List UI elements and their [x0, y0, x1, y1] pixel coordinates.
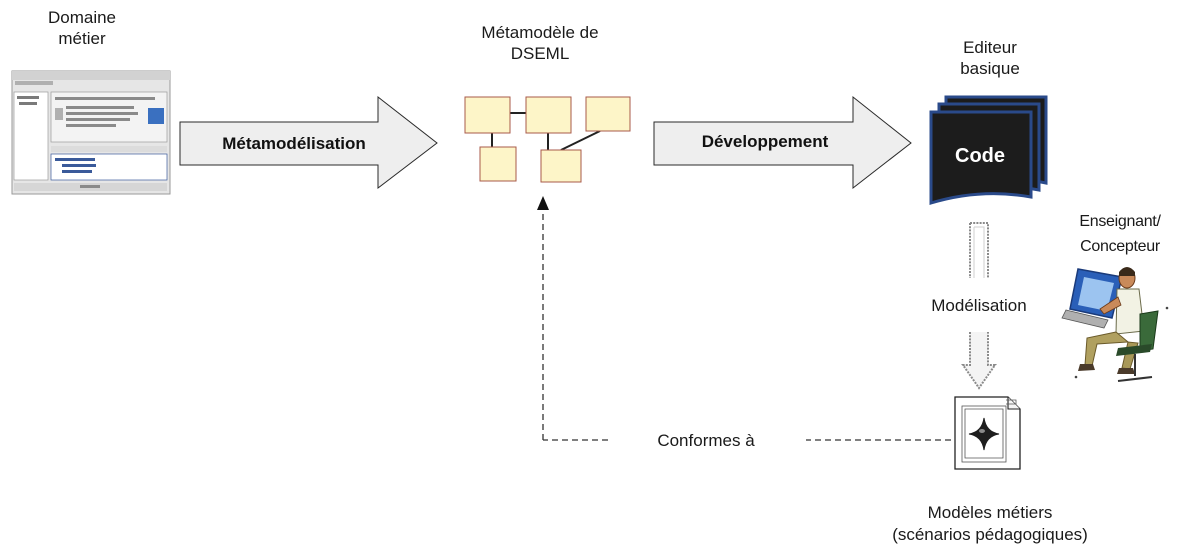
metamodel-label-line2: DSEML: [510, 44, 570, 63]
editor-label-line1: Editeur: [963, 38, 1017, 57]
teacher-designer-figure-icon: [1061, 267, 1169, 382]
actor-label-line2: Concepteur: [1080, 238, 1160, 255]
editor-label: Editeur basique: [920, 37, 1060, 79]
code-document-stack-icon: Code: [929, 95, 1048, 206]
conforms-label: Conformes à: [657, 431, 755, 450]
metamodel-label: Métamodèle de DSEML: [445, 22, 635, 64]
models-label-line2: (scénarios pédagogiques): [892, 525, 1088, 544]
metamodel-class-diagram-icon: [464, 96, 631, 183]
metamodel-label-line1: Métamodèle de: [481, 23, 599, 42]
domain-screenshot-icon: [11, 70, 171, 195]
models-label-line1: Modèles métiers: [927, 503, 1053, 522]
actor-label: Enseignant/ Concepteur: [1064, 209, 1176, 259]
arrow-development-label: Développement: [702, 132, 829, 151]
modelling-label: Modélisation: [906, 295, 1052, 316]
arrow-modelling: [961, 222, 997, 390]
models-label: Modèles métiers (scénarios pédagogiques): [840, 502, 1140, 546]
editor-label-line2: basique: [960, 59, 1020, 78]
domain-label-line2: métier: [58, 29, 106, 48]
code-label: Code: [955, 145, 1005, 167]
domain-label: Domaine métier: [20, 7, 144, 49]
arrow-development: Développement: [653, 95, 912, 190]
domain-label-line1: Domaine: [47, 8, 117, 27]
actor-label-line1: Enseignant/: [1079, 213, 1161, 230]
conforms-dashed-connector: [537, 196, 951, 441]
arrow-metamodelling-label: Métamodélisation: [222, 134, 366, 153]
model-document-icon: [954, 396, 1021, 470]
arrow-metamodelling: Métamodélisation: [179, 95, 438, 190]
